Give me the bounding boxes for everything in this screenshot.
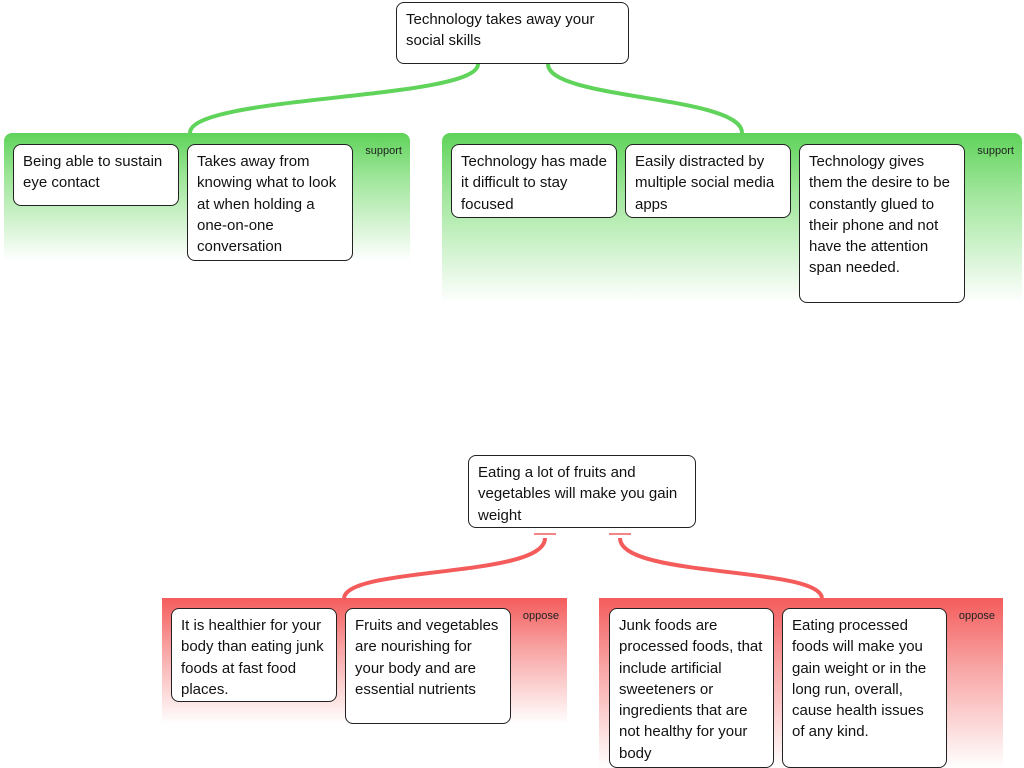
support-connectors: [188, 63, 744, 134]
group-type-label: oppose: [522, 610, 559, 622]
reason-node[interactable]: It is healthier for your body than eatin…: [171, 608, 337, 702]
reason-node[interactable]: Eating processed foods will make you gai…: [782, 608, 947, 768]
connector-claim1-group1: [188, 63, 480, 134]
reason-node[interactable]: Technology gives them the desire to be c…: [799, 144, 965, 303]
reason-node[interactable]: Junk foods are processed foods, that inc…: [609, 608, 774, 768]
reason-node[interactable]: Being able to sustain eye contact: [13, 144, 179, 206]
reason-node[interactable]: Technology has made it difficult to stay…: [451, 144, 617, 218]
group-type-label: support: [365, 145, 402, 157]
claim-node[interactable]: Eating a lot of fruits and vegetables wi…: [468, 455, 696, 528]
connector-claim2-group1: [342, 537, 547, 599]
reason-node[interactable]: Easily distracted by multiple social med…: [625, 144, 791, 218]
group-type-label: support: [977, 145, 1014, 157]
reason-node[interactable]: Fruits and vegetables are nourishing for…: [345, 608, 511, 724]
group-type-label: oppose: [958, 610, 995, 622]
connector-claim1-group2: [546, 63, 744, 134]
reason-node[interactable]: Takes away from knowing what to look at …: [187, 144, 353, 261]
oppose-connectors: [342, 533, 824, 599]
connector-claim2-group2: [618, 537, 824, 599]
claim-node[interactable]: Technology takes away your social skills: [396, 2, 629, 64]
